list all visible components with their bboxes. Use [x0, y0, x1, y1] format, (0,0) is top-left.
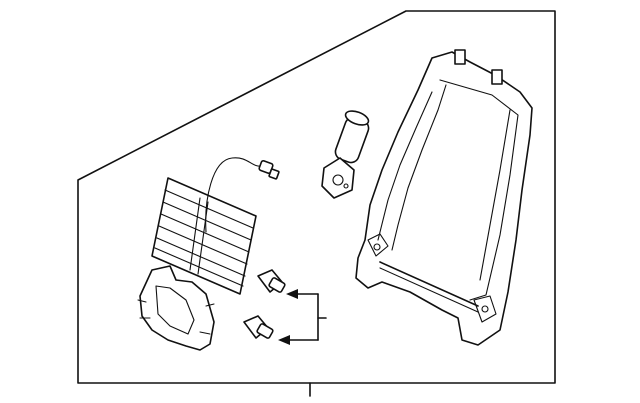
cross-bar: [379, 261, 479, 307]
lumbar-motor: [321, 110, 370, 199]
lumbar-support-grid: [151, 177, 257, 295]
headrest-post-left: [454, 49, 466, 65]
arrow-lower-head: [278, 335, 290, 345]
arrow-upper-head: [286, 289, 298, 299]
connector-lower: [243, 315, 274, 339]
seat-back-frame: [355, 49, 533, 346]
assembly-boundary: [77, 10, 556, 397]
support-plate: [137, 265, 215, 351]
headrest-post-right: [491, 69, 503, 85]
callout-arrows: [278, 289, 327, 345]
connector-upper: [257, 269, 286, 293]
wire-harness: [205, 157, 280, 233]
